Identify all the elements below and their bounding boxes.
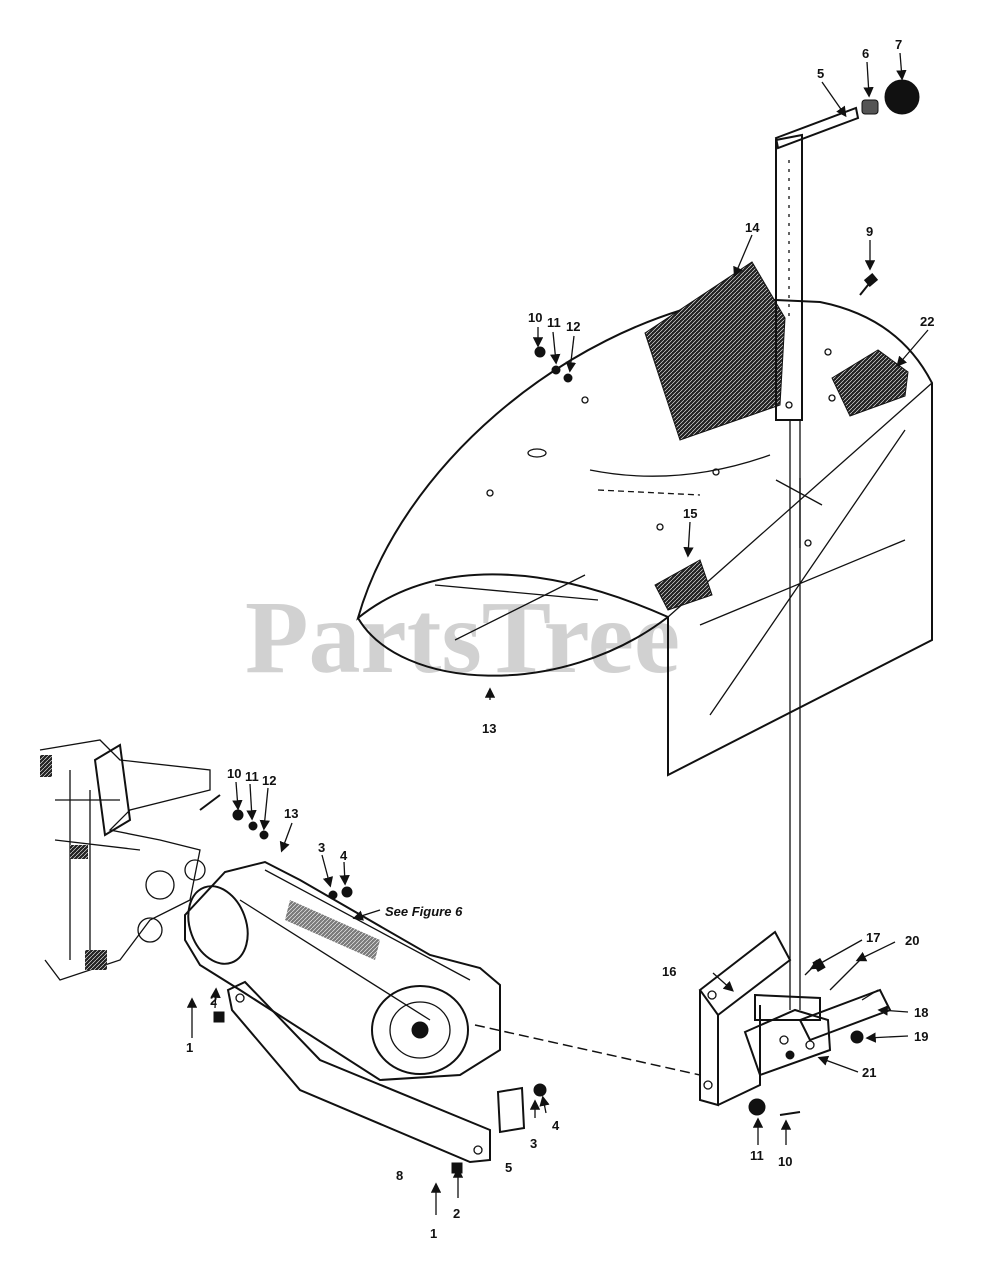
callout-1-left: 1 [186,1040,193,1055]
callout-11-shield: 11 [547,315,561,330]
callout-4-bottom: 4 [552,1118,560,1133]
see-figure-note: See Figure 6 [385,904,463,919]
callout-13-shield: 13 [482,721,496,736]
callout-12-left: 12 [262,773,276,788]
grip-6 [861,99,879,115]
callout-17: 17 [866,930,880,945]
callout-20: 20 [905,933,919,948]
decal-14 [644,261,786,441]
callout-4-top: 4 [340,848,348,863]
callout-11-bottom: 11 [750,1148,764,1163]
callout-8: 8 [396,1168,403,1183]
decal-15 [654,559,713,611]
transmission [184,860,501,1082]
callout-2-bottom: 2 [453,1206,460,1221]
nut-12 [563,373,573,383]
callout-10-left: 10 [227,766,241,781]
bolt-10 [534,346,546,358]
knob-7 [884,79,920,115]
spacer-plate-5 [496,1086,526,1134]
decal-22 [831,349,909,417]
callout-2-left: 2 [210,993,217,1008]
callout-10-shield: 10 [528,310,542,325]
callout-15: 15 [683,506,697,521]
callout-5-bottom: 5 [505,1160,512,1175]
callout-19: 19 [914,1029,928,1044]
callout-12-shield: 12 [566,319,580,334]
tractor-frame [39,739,221,981]
callout-16: 16 [662,964,676,979]
watermark: PartsTree [245,580,680,695]
callout-7: 7 [895,37,902,52]
draw-bar-8 [226,980,491,1164]
callout-9: 9 [866,224,873,239]
washer-11 [551,365,561,375]
callout-11-left: 11 [245,769,259,784]
callout-22: 22 [920,314,934,329]
callout-3-bottom: 3 [530,1136,537,1151]
callout-10-bottom: 10 [778,1154,792,1169]
latch-plate [798,988,892,1042]
callout-6: 6 [862,46,869,61]
hitch-bracket-16 [698,930,832,1107]
callout-1-bottom: 1 [430,1226,437,1241]
callout-5-top: 5 [817,66,824,81]
callout-3-top: 3 [318,840,325,855]
callout-13-left: 13 [284,806,298,821]
callout-21: 21 [862,1065,876,1080]
depth-bar [774,106,860,1010]
callout-18: 18 [914,1005,928,1020]
callout-14: 14 [745,220,760,235]
